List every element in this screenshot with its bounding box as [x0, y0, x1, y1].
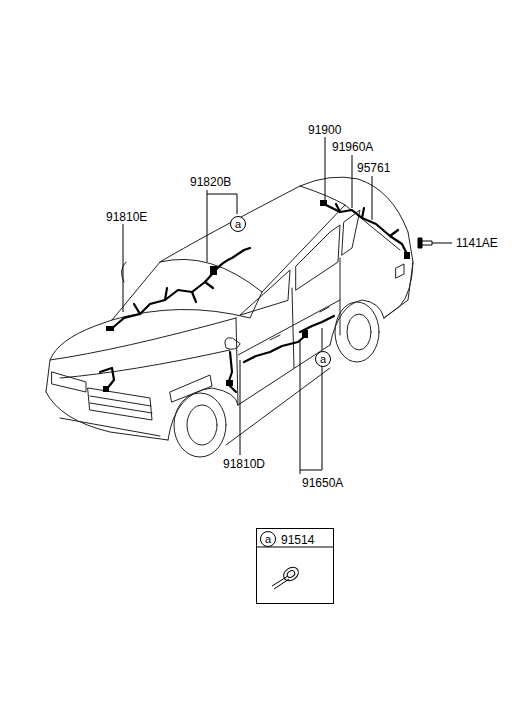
front-wheel-arch — [168, 388, 238, 440]
connector — [103, 386, 109, 392]
callout-number: 95761 — [356, 162, 391, 174]
connector — [210, 266, 217, 275]
bolt-head — [418, 238, 422, 248]
connector — [226, 380, 233, 386]
front-bumper — [46, 392, 168, 440]
leader-line — [240, 360, 241, 455]
rear-wheel-rim — [347, 314, 371, 350]
grommet-stem — [272, 576, 289, 589]
reference-letter: a — [320, 354, 326, 365]
callout-number: 1141AE — [455, 237, 499, 249]
front-wheel-rim — [187, 405, 217, 445]
connector — [106, 326, 114, 331]
callout-number: 91810D — [222, 458, 266, 470]
car-body — [46, 177, 413, 392]
rear-wheel-arch — [330, 300, 384, 345]
connector — [302, 330, 308, 338]
fuel-door — [396, 264, 404, 278]
reference-letter: a — [265, 534, 271, 545]
leader-bracket — [300, 328, 322, 474]
grommet — [281, 564, 301, 583]
door-lines — [236, 258, 340, 405]
callout-number: 91900 — [307, 124, 342, 136]
callout-number: 91810E — [105, 211, 148, 223]
leader-line — [325, 137, 326, 202]
rear-door-harness — [300, 316, 334, 332]
leader-line — [372, 176, 373, 220]
connector — [320, 200, 327, 206]
sill — [226, 345, 330, 445]
antenna — [121, 262, 126, 282]
leader-line — [352, 155, 353, 208]
leader-line — [432, 243, 452, 244]
floor-harness — [214, 248, 250, 272]
side-windows — [240, 210, 360, 315]
callout-number: 91820B — [189, 176, 232, 188]
reference-circle: a — [230, 216, 246, 232]
mirror — [225, 338, 240, 350]
reference-circle: a — [315, 351, 331, 367]
bolt-shank — [422, 241, 432, 245]
part-number: 91514 — [281, 534, 314, 546]
leader-line — [123, 224, 124, 312]
front-wheel — [174, 393, 226, 457]
rear-harness-branches — [336, 204, 398, 236]
front-door-harness — [244, 336, 305, 362]
rear-harness — [326, 205, 408, 256]
main-harness-branches — [134, 282, 213, 314]
rear-bumper — [384, 262, 413, 318]
main-harness — [110, 272, 214, 330]
grille — [88, 388, 152, 420]
rear-wheel — [335, 302, 379, 362]
callout-number: 91650A — [301, 477, 344, 489]
hood — [50, 318, 236, 378]
car-roof — [160, 186, 400, 292]
grommet-hole — [286, 569, 296, 579]
reference-letter: a — [235, 219, 241, 230]
connector — [404, 252, 410, 259]
reference-circle: a — [260, 531, 276, 547]
inset-box: 91514 a — [256, 528, 334, 604]
callout-number: 91960A — [331, 141, 374, 153]
